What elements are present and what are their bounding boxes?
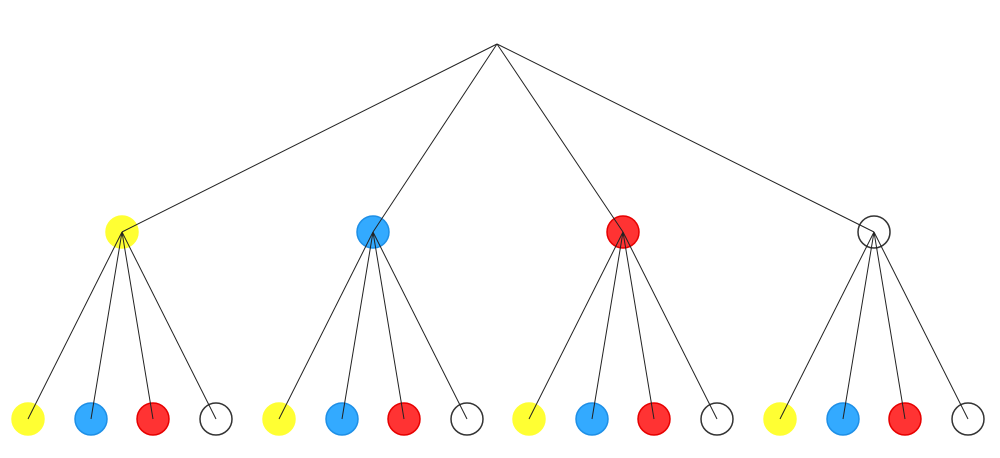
edge-yellow-to-yellow: [27, 231, 123, 420]
edge-white-to-blue: [842, 231, 875, 420]
edge-red-to-red: [622, 231, 655, 420]
edge-root-to-blue: [372, 43, 498, 233]
edge-red-to-blue: [591, 231, 624, 420]
edge-white-to-white: [873, 231, 969, 420]
edge-white-to-red: [873, 231, 906, 420]
edge-blue-to-white: [372, 231, 468, 420]
edge-blue-to-red: [372, 231, 405, 420]
edge-root-to-white: [496, 43, 875, 233]
edge-yellow-to-red: [121, 231, 154, 420]
edge-blue-to-blue: [341, 231, 374, 420]
edge-yellow-to-blue: [90, 231, 123, 420]
tree-edges: [27, 43, 969, 420]
edge-red-to-white: [622, 231, 718, 420]
edge-blue-to-yellow: [278, 231, 374, 420]
edge-red-to-yellow: [528, 231, 624, 420]
edge-yellow-to-white: [121, 231, 217, 420]
edge-root-to-yellow: [121, 43, 498, 233]
edge-root-to-red: [496, 43, 624, 233]
tree-nodes: [11, 215, 985, 436]
edge-white-to-yellow: [779, 231, 875, 420]
